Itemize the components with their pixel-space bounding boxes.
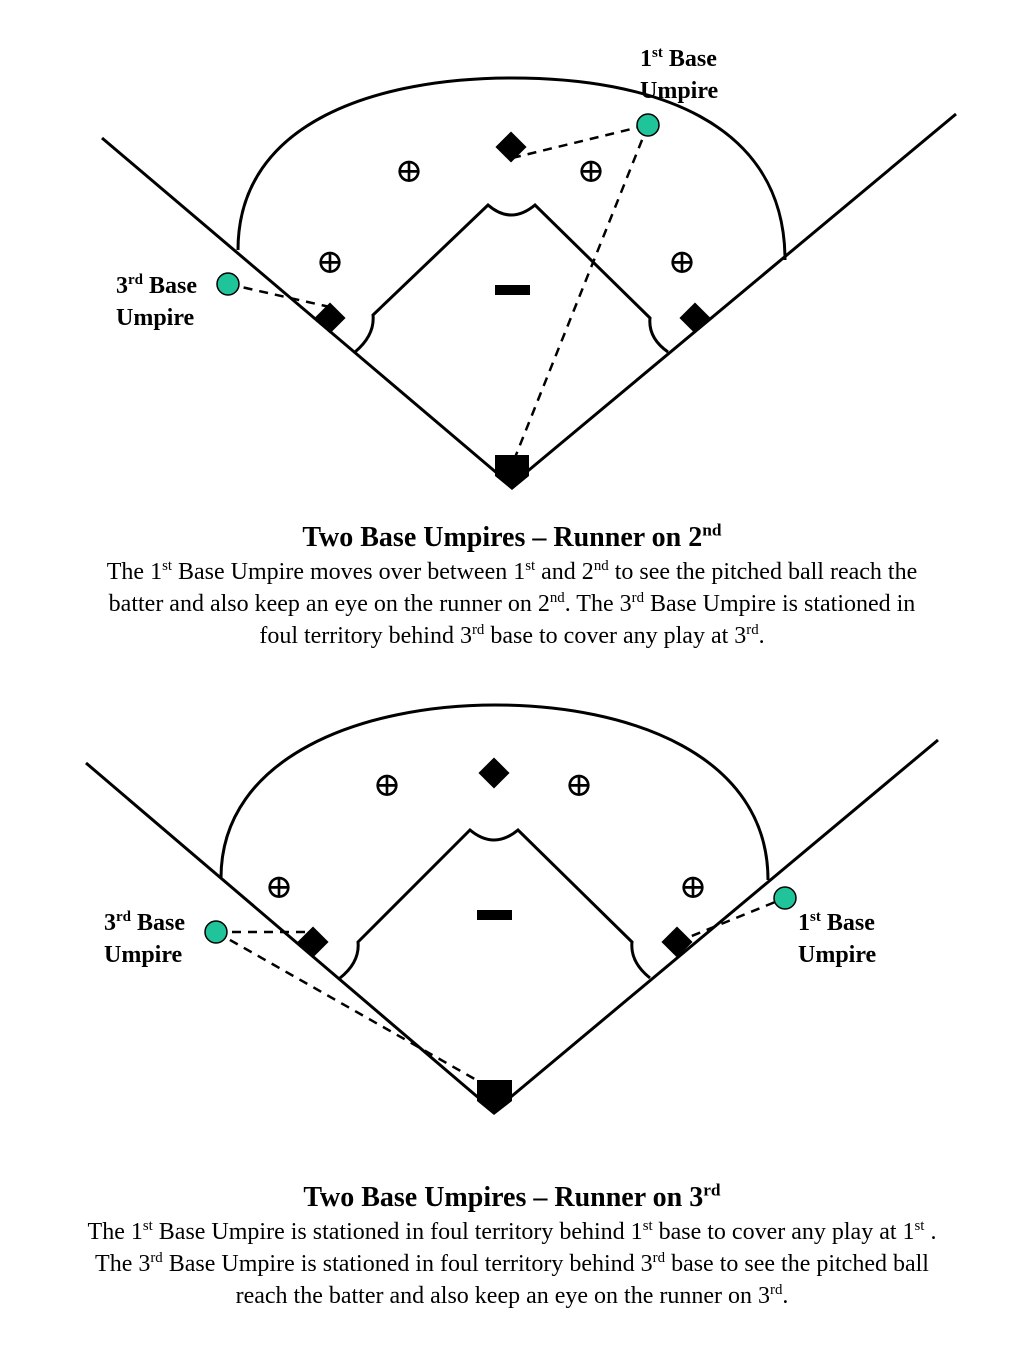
- outfield-arc: [236, 76, 787, 261]
- infield-grass-edge: [354, 202, 669, 354]
- second-base: [495, 131, 527, 163]
- outfield-arc: [219, 703, 770, 881]
- first-base: [679, 302, 711, 334]
- pitching-rubber: [495, 285, 530, 295]
- sight-line-3b-umpire: [227, 282, 331, 309]
- sight-line-1b-umpire: [676, 896, 786, 944]
- fielder-icon: ⊕: [373, 767, 402, 804]
- sight-line-3b-umpire-to-home: [215, 930, 495, 1092]
- field-diagram-2: ⊕ ⊕ ⊕ ⊕ 3rd Base Umpire 1st Base Umpire: [85, 703, 939, 1115]
- foul-line-third: [101, 136, 512, 487]
- first-base-umpire-label: 1st Base Umpire: [640, 45, 723, 104]
- caption-runner-on-second: Two Base Umpires – Runner on 2nd The 1st…: [0, 520, 1024, 652]
- third-base-umpire-marker: [216, 272, 240, 296]
- sight-line-1b-to-2b: [511, 123, 649, 160]
- home-plate: [495, 455, 529, 490]
- first-base: [661, 926, 693, 958]
- third-base-umpire-marker: [204, 920, 228, 944]
- foul-line-first: [493, 738, 939, 1113]
- second-base: [478, 757, 510, 789]
- sight-line-1b-to-home: [510, 124, 650, 466]
- foul-line-third: [85, 761, 495, 1113]
- fielder-icon: ⊕: [679, 869, 708, 906]
- third-base-umpire-label: 3rd Base Umpire: [116, 272, 203, 331]
- fielder-icon: ⊕: [577, 153, 606, 190]
- third-base: [314, 302, 346, 334]
- field-diagram-1: ⊕ ⊕ ⊕ ⊕ 1st Base Umpire 3rd Base Umpire: [101, 45, 957, 490]
- fielder-icon: ⊕: [316, 244, 345, 281]
- diagram-runner-on-third: ⊕ ⊕ ⊕ ⊕ 3rd Base Umpire 1st Base Umpire: [0, 680, 1024, 1140]
- fielder-icon: ⊕: [565, 767, 594, 804]
- first-base-umpire-label: 1st Base Umpire: [798, 909, 881, 968]
- infield-grass-edge: [339, 827, 651, 980]
- fielder-icon: ⊕: [395, 153, 424, 190]
- foul-line-first: [510, 112, 957, 487]
- third-base-umpire-label: 3rd Base Umpire: [104, 909, 191, 968]
- pitching-rubber: [477, 910, 512, 920]
- caption-runner-on-third: Two Base Umpires – Runner on 3rd The 1st…: [0, 1180, 1024, 1312]
- fielder-icon: ⊕: [668, 244, 697, 281]
- first-base-umpire-marker: [636, 113, 660, 137]
- caption-text: The 1st Base Umpire moves over between 1…: [106, 558, 918, 649]
- caption-text: The 1st Base Umpire is stationed in foul…: [87, 1218, 937, 1309]
- home-plate: [477, 1080, 512, 1115]
- caption-title: Two Base Umpires – Runner on 2nd: [302, 520, 722, 553]
- caption-title: Two Base Umpires – Runner on 3rd: [303, 1180, 721, 1213]
- first-base-umpire-marker: [773, 886, 797, 910]
- diagram-runner-on-second: ⊕ ⊕ ⊕ ⊕ 1st Base Umpire 3rd Base Umpire: [0, 0, 1024, 500]
- fielder-icon: ⊕: [265, 869, 294, 906]
